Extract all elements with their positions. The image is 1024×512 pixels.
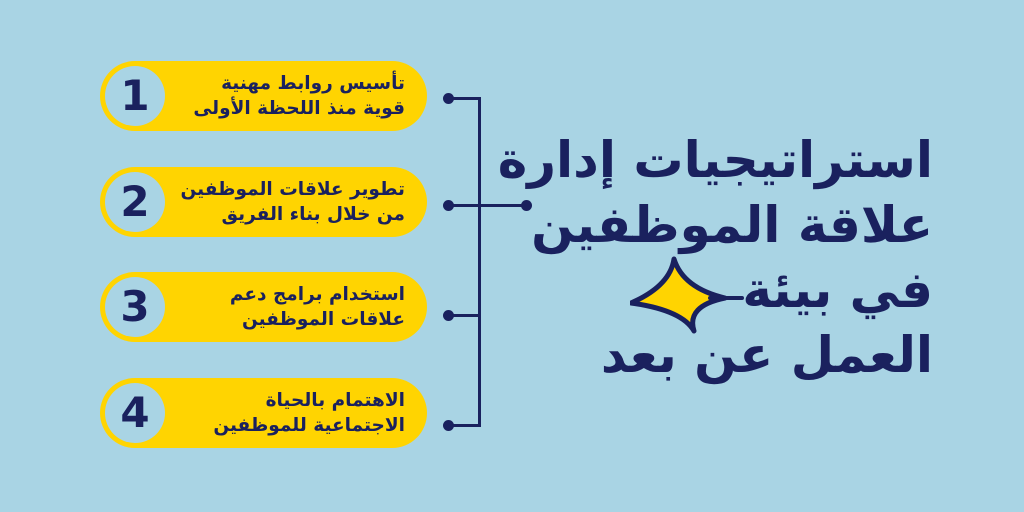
- step-number-badge-2: 2: [105, 172, 165, 232]
- step-item-3: 3 استخدام برامج دعم علاقات الموظفين: [100, 272, 427, 342]
- step-text-line: من خلال بناء الفريق: [221, 204, 406, 225]
- step-text-line: علاقات الموظفين: [241, 309, 405, 330]
- connector-vertical-line: [478, 98, 481, 427]
- step-item-1: 1 تأسيس روابط مهنية قوية منذ اللحظة الأو…: [100, 61, 427, 131]
- step-text-line: استخدام برامج دعم: [229, 284, 405, 305]
- title-line-3: في بيئة: [742, 261, 933, 319]
- connector-branch-2: [449, 204, 527, 207]
- title-line-4: العمل عن بعد: [600, 326, 933, 384]
- step-text-4: الاهتمام بالحياة الاجتماعية للموظفين: [165, 388, 427, 438]
- title-line-2: علاقة الموظفين: [531, 196, 933, 254]
- connector-branch-3: [449, 314, 481, 317]
- connector-branch-1: [449, 97, 481, 100]
- connector-dot-2: [443, 200, 454, 211]
- step-number: 2: [120, 177, 150, 226]
- title-line-1: استراتيجيات إدارة: [497, 131, 933, 189]
- connector-dot-4: [443, 420, 454, 431]
- step-number-badge-4: 4: [105, 383, 165, 443]
- sparkle-star-icon: [630, 256, 744, 334]
- connector-dot-1: [443, 93, 454, 104]
- step-text-1: تأسيس روابط مهنية قوية منذ اللحظة الأولى: [165, 71, 427, 121]
- page-title: استراتيجيات إدارة علاقة الموظفين في بيئة…: [498, 128, 933, 388]
- step-number: 4: [120, 388, 150, 437]
- step-number-badge-3: 3: [105, 277, 165, 337]
- step-text-2: تطوير علاقات الموظفين من خلال بناء الفري…: [165, 177, 427, 227]
- step-text-line: قوية منذ اللحظة الأولى: [193, 98, 405, 119]
- step-item-2: 2 تطوير علاقات الموظفين من خلال بناء الف…: [100, 167, 427, 237]
- step-text-3: استخدام برامج دعم علاقات الموظفين: [165, 282, 427, 332]
- step-text-line: تأسيس روابط مهنية: [221, 73, 405, 94]
- connector-dot-title: [521, 200, 532, 211]
- connector-branch-4: [449, 424, 481, 427]
- step-text-line: تطوير علاقات الموظفين: [180, 179, 405, 200]
- step-number: 3: [120, 282, 150, 331]
- step-text-line: الاهتمام بالحياة: [265, 390, 405, 411]
- step-item-4: 4 الاهتمام بالحياة الاجتماعية للموظفين: [100, 378, 427, 448]
- step-text-line: الاجتماعية للموظفين: [213, 415, 405, 436]
- step-number: 1: [120, 71, 150, 120]
- connector-dot-3: [443, 310, 454, 321]
- step-number-badge-1: 1: [105, 66, 165, 126]
